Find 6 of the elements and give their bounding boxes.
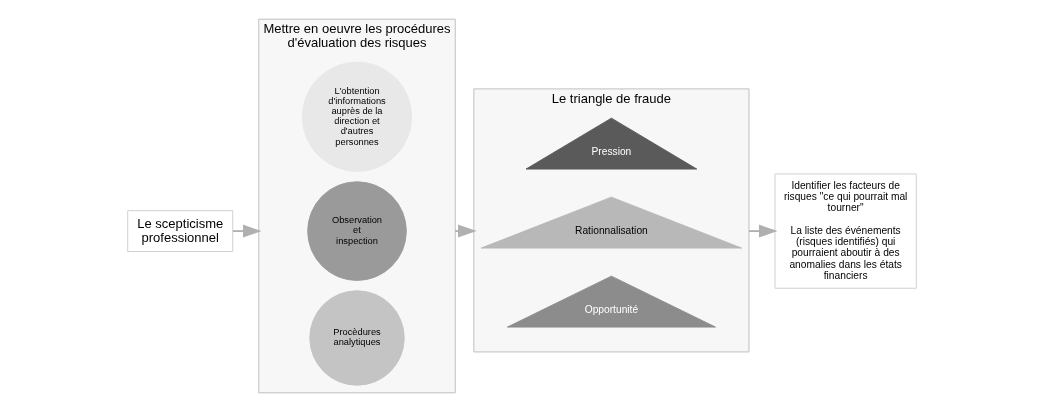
arrow xyxy=(748,224,778,238)
node-box: Identifier les facteurs de risques "ce qui pourrait mal tourner" La liste des événements (risques identifiés) qui pourraient aboutir à des anomalies dans les états financiers xyxy=(774,173,917,289)
node-circle: Observation et inspection xyxy=(307,181,407,281)
node-circle: Procèdures analytiques xyxy=(309,290,405,386)
arrow xyxy=(232,224,262,238)
node-box: Le scepticisme professionnel xyxy=(127,210,234,252)
